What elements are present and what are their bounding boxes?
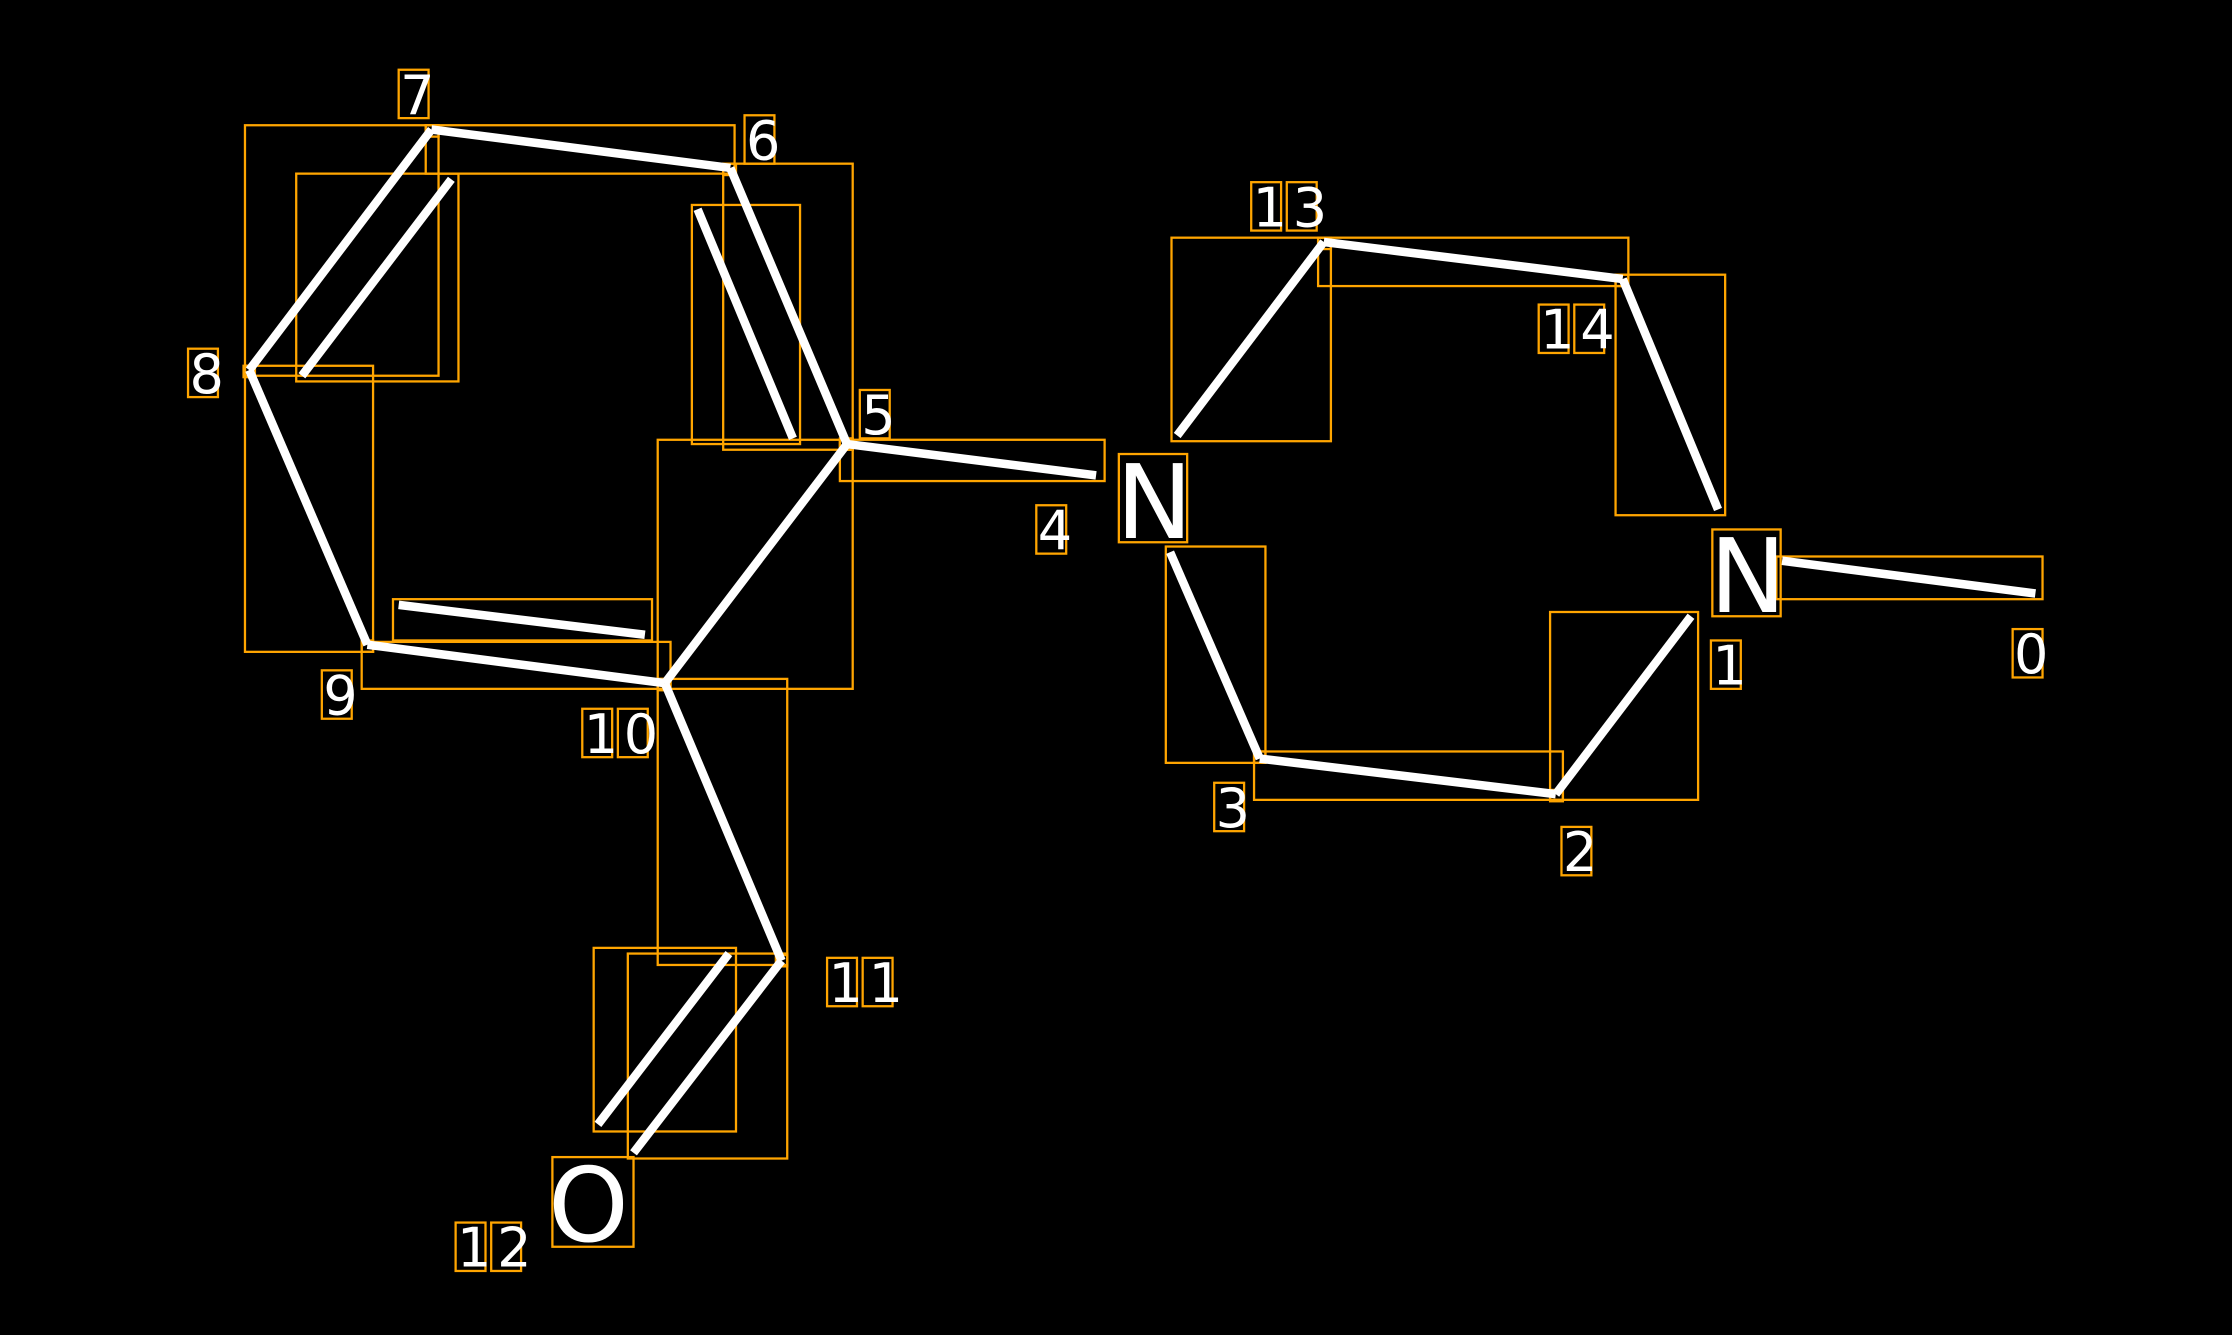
index-box bbox=[1035, 504, 1068, 555]
bounding-box bbox=[551, 1155, 635, 1248]
bounding-box bbox=[360, 640, 672, 690]
atom-index-0: 0 bbox=[2014, 623, 2054, 686]
index-box bbox=[1285, 181, 1318, 232]
bounding-box bbox=[424, 124, 736, 175]
bond-line bbox=[1552, 613, 1695, 797]
index-box bbox=[825, 956, 859, 1008]
bond-line bbox=[298, 176, 455, 379]
index-box bbox=[858, 388, 891, 440]
atom-index-5: 5 bbox=[861, 384, 901, 447]
atom-label-o12: O bbox=[548, 1147, 629, 1266]
index-box bbox=[1560, 825, 1593, 877]
bonds bbox=[245, 125, 2036, 1156]
bounding-box bbox=[1117, 452, 1189, 544]
bond-line bbox=[1259, 754, 1557, 799]
bond-line bbox=[693, 207, 797, 440]
bounding-box bbox=[592, 946, 738, 1133]
bounding-box bbox=[243, 124, 440, 377]
bounding-box bbox=[656, 438, 854, 690]
bounding-box bbox=[1548, 610, 1700, 802]
index-box bbox=[2011, 627, 2044, 679]
atom-label-n4: N bbox=[1116, 444, 1193, 563]
atom-label-n1: N bbox=[1709, 518, 1786, 637]
bounding-box bbox=[1164, 545, 1267, 764]
atom-index-11: 11 bbox=[829, 952, 909, 1015]
bond-line bbox=[594, 950, 733, 1127]
index-box bbox=[454, 1221, 487, 1273]
bounding-box bbox=[1316, 236, 1630, 288]
index-box bbox=[1537, 303, 1570, 355]
index-box bbox=[743, 114, 776, 165]
index-box bbox=[861, 956, 894, 1008]
bond-line bbox=[245, 126, 435, 373]
bond-line bbox=[660, 681, 786, 963]
bounding-box bbox=[1252, 750, 1565, 801]
bounding-box bbox=[391, 598, 654, 642]
atom-index-8: 8 bbox=[189, 343, 229, 406]
index-box bbox=[490, 1221, 523, 1273]
index-box bbox=[1213, 781, 1246, 833]
atom-index-2: 2 bbox=[1563, 821, 1603, 884]
bounding-box bbox=[1170, 236, 1333, 443]
atom-index-10: 10 bbox=[584, 703, 664, 766]
index-box bbox=[1573, 303, 1606, 355]
atom-index-3: 3 bbox=[1216, 777, 1256, 840]
bounding-box bbox=[1614, 273, 1727, 517]
index-box bbox=[581, 707, 614, 759]
bond-line bbox=[1781, 556, 2036, 598]
index-box bbox=[320, 669, 353, 720]
bond-line bbox=[630, 958, 785, 1156]
bond-line bbox=[1323, 237, 1624, 284]
atom-index-4: 4 bbox=[1038, 499, 1078, 562]
bond-line bbox=[1618, 277, 1722, 512]
index-box bbox=[186, 347, 220, 399]
bond-line bbox=[398, 600, 646, 640]
atom-index-7: 7 bbox=[400, 64, 440, 127]
bounding-box bbox=[722, 162, 854, 451]
bond-line bbox=[661, 441, 851, 686]
bond-line bbox=[366, 640, 666, 688]
atom-index-13: 13 bbox=[1253, 176, 1333, 239]
bond-line bbox=[430, 125, 731, 173]
bond-line bbox=[1173, 239, 1328, 439]
bond-line bbox=[846, 439, 1097, 480]
bounding-box bbox=[1711, 528, 1782, 618]
atom-index-14: 14 bbox=[1540, 299, 1620, 362]
bond-line bbox=[1166, 550, 1264, 761]
index-box bbox=[1709, 639, 1742, 690]
index-box bbox=[616, 707, 649, 759]
index-box bbox=[397, 68, 430, 120]
bounding-box bbox=[626, 952, 789, 1160]
atom-index-6: 6 bbox=[746, 109, 786, 172]
bounding-box bbox=[295, 172, 460, 383]
atom-index-1: 1 bbox=[1712, 635, 1752, 698]
atom-index-9: 9 bbox=[323, 664, 363, 727]
bounding-box bbox=[1775, 555, 2044, 601]
atom-index-12: 12 bbox=[457, 1217, 537, 1280]
bond-line bbox=[245, 368, 372, 647]
index-box bbox=[1250, 181, 1283, 232]
bond-line bbox=[726, 166, 851, 446]
